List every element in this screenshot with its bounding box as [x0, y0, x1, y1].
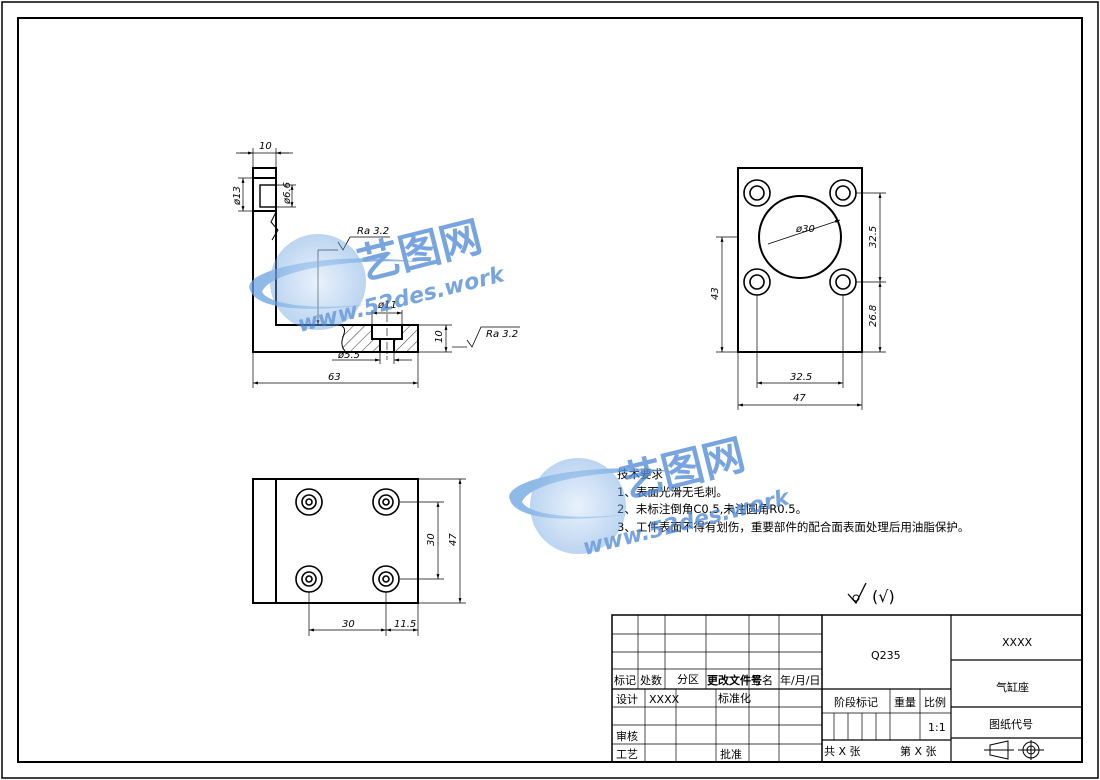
- tech-requirements: 技术要求 1、表面光滑无毛刺。 2、未标注倒角C0.5,未注圆角R0.5。 3、…: [617, 467, 969, 534]
- tb-scale-value: 1:1: [928, 721, 946, 734]
- top-view-outline: [252, 478, 419, 604]
- title-block-text: 标记 处数 分区 更改文件号 签名 年/月/日 设计 XXXX 标准化 审核 工…: [614, 636, 1044, 761]
- dim-bore: ø30: [795, 224, 815, 235]
- tb-part-name: 气缸座: [996, 680, 1029, 694]
- front-view-outline: [737, 167, 863, 353]
- inner-border: [17, 17, 1083, 763]
- tb-zone: 分区: [677, 673, 699, 686]
- dim-front-width: 47: [793, 393, 806, 404]
- general-roughness: (√): [847, 582, 895, 606]
- break-wave: [341, 325, 346, 352]
- top-holes: [295, 488, 400, 593]
- roughness-2: Ra 3.2: [486, 329, 518, 340]
- watermark-2: 艺图网 www.52des.work: [509, 430, 793, 561]
- title-block: [611, 614, 1083, 763]
- tb-stage-mark: 阶段标记: [834, 695, 878, 709]
- tb-review: 审核: [616, 729, 638, 743]
- tb-design: 设计: [616, 693, 638, 706]
- dim-right-dia: ø6.6: [282, 182, 293, 205]
- dim-thickness: 10: [434, 330, 445, 343]
- tech-item-3: 3、工件表面不得有划伤，重要部件的配合面表面处理后用油脂保护。: [617, 520, 969, 534]
- side-top-hole: [252, 177, 277, 212]
- tb-sheet-no: 第 X 张: [900, 744, 937, 758]
- tb-sign: 签名: [751, 673, 773, 687]
- dim-top-edge: 11.5: [394, 619, 416, 630]
- tb-count: 处数: [640, 674, 662, 687]
- dim-front-bottom: 26.8: [868, 305, 879, 327]
- tech-item-1: 1、表面光滑无毛刺。: [617, 485, 728, 499]
- tb-standard: 标准化: [718, 691, 751, 705]
- dim-top-spacing-v: 30: [426, 533, 437, 546]
- tb-process: 工艺: [616, 748, 638, 761]
- side-view: 10 ø13 ø6.6 Ra 3.2 ø11 10 Ra 3.2: [232, 141, 520, 388]
- roughness-bracket: (√): [872, 587, 895, 606]
- dim-front-height: 43: [710, 287, 721, 300]
- tb-date: 年/月/日: [780, 673, 820, 687]
- side-top-hole-inner: [259, 184, 277, 208]
- dim-front-spacing-v: 32.5: [868, 226, 879, 248]
- tb-designer: XXXX: [649, 693, 680, 706]
- front-view: ø30 32.5 26.8 43 32.5 47: [710, 167, 886, 410]
- dim-top-width: 10: [259, 141, 272, 152]
- tb-approve: 批准: [720, 747, 742, 761]
- dim-top-spacing-h: 30: [342, 619, 355, 630]
- dim-left-dia: ø13: [232, 186, 243, 206]
- projection-symbol-icon: [984, 740, 1044, 760]
- tb-weight: 重量: [894, 695, 916, 709]
- dim-length: 63: [328, 372, 341, 383]
- dim-thru-dia: ø5.5: [337, 350, 360, 361]
- front-bore: [758, 195, 842, 279]
- dim-top-depth: 47: [448, 533, 459, 546]
- tb-mark: 标记: [614, 673, 636, 687]
- tech-item-2: 2、未标注倒角C0.5,未注圆角R0.5。: [617, 502, 807, 516]
- dim-hole-dia: ø11: [377, 300, 397, 311]
- tb-material: Q235: [871, 649, 901, 662]
- roughness-check-icon: [847, 582, 867, 605]
- tb-doc-no: 更改文件号: [707, 673, 762, 687]
- tb-drawing-code: 图纸代号: [989, 718, 1033, 731]
- watermark-globe-icon: [270, 234, 366, 330]
- tb-company: XXXX: [1002, 636, 1033, 649]
- top-view: 30 47 30 11.5: [252, 478, 466, 636]
- roughness-1: Ra 3.2: [357, 226, 389, 237]
- tb-sheet-total: 共 X 张: [824, 745, 861, 758]
- tb-scale: 比例: [924, 695, 946, 709]
- dim-front-spacing-h: 32.5: [790, 372, 812, 383]
- break-line: [270, 211, 279, 241]
- watermark-globe-icon-2: [530, 458, 626, 554]
